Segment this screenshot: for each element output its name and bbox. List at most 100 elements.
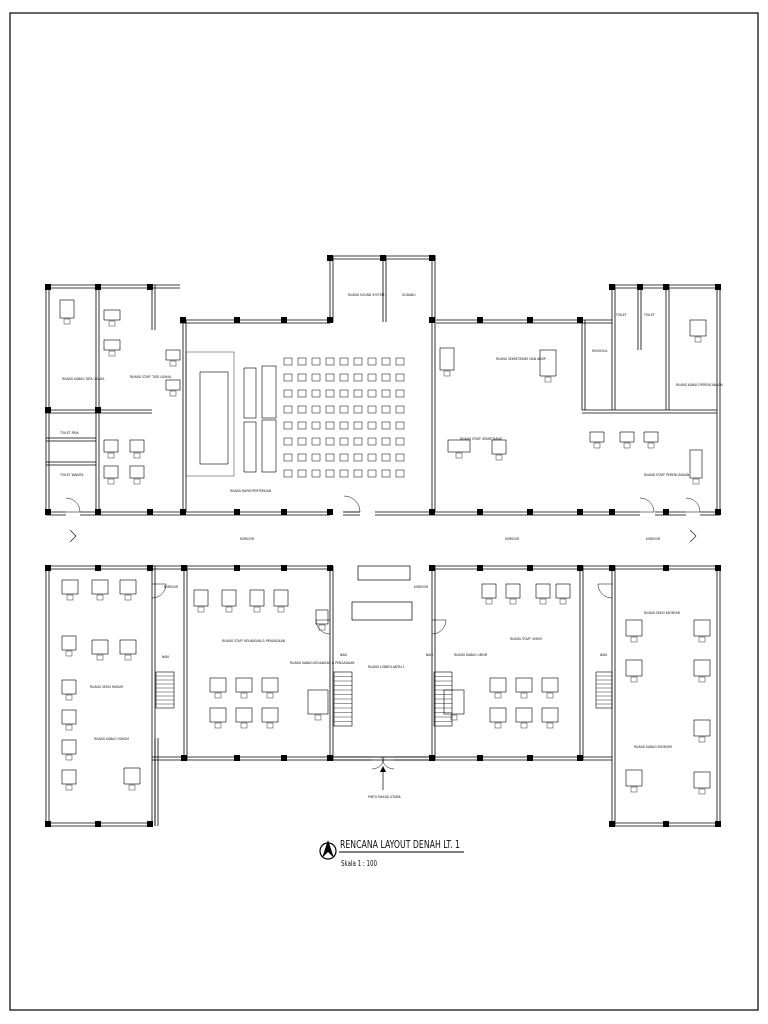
- audience-chair: [311, 405, 321, 414]
- title-block: RENCANA LAYOUT DENAH LT. 1 Skala 1 : 100: [319, 838, 464, 868]
- office-chair: [559, 598, 567, 605]
- room-label-staf-keu: RUANG STAFF KEUANGAN & PENGADAAN: [222, 639, 285, 643]
- column: [477, 565, 483, 571]
- desk: [61, 709, 77, 725]
- audience-chair: [325, 389, 335, 398]
- column: [95, 407, 101, 413]
- audience-chair: [297, 421, 307, 430]
- desk: [61, 635, 77, 651]
- desk: [103, 439, 119, 453]
- office-chair: [65, 754, 73, 761]
- room-label-staf-sekre: RUANG STAFF SEKRETARIAT: [460, 437, 503, 441]
- desk: [689, 449, 703, 479]
- office-chair: [108, 350, 116, 357]
- column: [429, 255, 435, 261]
- office-chair: [544, 376, 552, 383]
- desk: [481, 583, 497, 599]
- column: [429, 509, 435, 515]
- column: [45, 565, 51, 571]
- audience-chair: [353, 421, 363, 430]
- desk: [307, 689, 329, 715]
- office-chair: [509, 598, 517, 605]
- office-chair: [630, 676, 638, 683]
- room-label-kabag-tu: RUANG KABAG TATA USAHA: [62, 377, 105, 381]
- office-chair: [65, 650, 73, 657]
- audience-chair: [339, 453, 349, 462]
- audience-chair: [297, 389, 307, 398]
- desk: [489, 707, 507, 723]
- column: [181, 565, 187, 571]
- column: [609, 565, 615, 571]
- column: [45, 509, 51, 515]
- desk: [103, 309, 121, 321]
- corridor-label: KORIDOR: [646, 537, 661, 541]
- audience-chair: [297, 373, 307, 382]
- room-label-rapat: RUANG RAPAT/PERTEMUAN: [230, 489, 271, 493]
- column: [663, 565, 669, 571]
- door-swing: [597, 583, 613, 599]
- office-chair: [692, 478, 700, 485]
- audience-chair: [311, 357, 321, 366]
- stair: [595, 671, 613, 709]
- audience-chair: [353, 389, 363, 398]
- desk: [625, 659, 643, 677]
- stair-label: NAIK: [600, 653, 608, 657]
- audience-chair: [395, 373, 405, 382]
- office-chair: [65, 694, 73, 701]
- audience-chair: [325, 437, 335, 446]
- office-chair: [240, 722, 248, 729]
- desk: [103, 465, 119, 479]
- stair: [155, 671, 175, 709]
- column: [609, 509, 615, 515]
- desk: [689, 319, 707, 337]
- desk: [541, 707, 559, 723]
- column: [327, 565, 333, 571]
- column: [715, 565, 721, 571]
- office-chair: [65, 784, 73, 791]
- stage: [199, 371, 229, 465]
- desk: [589, 431, 605, 443]
- office-chair: [539, 598, 547, 605]
- audience-chair: [283, 357, 293, 366]
- room-label-gudang: GUDANG: [402, 293, 416, 297]
- door-swing: [685, 497, 701, 513]
- drawing-scale: Skala 1 : 100: [341, 859, 377, 868]
- audience-chair: [311, 389, 321, 398]
- office-chair: [214, 692, 222, 699]
- desk: [693, 771, 711, 789]
- audience-chair: [381, 469, 391, 478]
- columns-layer: [45, 255, 721, 827]
- office-chair: [647, 442, 655, 449]
- desk: [643, 431, 659, 443]
- audience-chair: [395, 405, 405, 414]
- desk: [539, 349, 557, 377]
- office-chair: [698, 636, 706, 643]
- column: [327, 509, 333, 515]
- room-label-staf-tu: RUANG STAFF TATA USAHA: [130, 375, 172, 379]
- room-label-kabag-umum: RUANG KABAG UMUM: [454, 653, 488, 657]
- office-chair: [133, 452, 141, 459]
- table: [243, 367, 257, 419]
- room-label-sekretariat: RUANG SEKRETARIAT DAN ARSIP: [496, 357, 546, 361]
- desk: [123, 767, 141, 785]
- audience-chair: [297, 357, 307, 366]
- audience-chair: [367, 373, 377, 382]
- column: [663, 509, 669, 515]
- audience-chair: [367, 389, 377, 398]
- desk: [209, 707, 227, 723]
- desk: [693, 719, 711, 737]
- audience-chair: [381, 421, 391, 430]
- audience-chair: [311, 437, 321, 446]
- entrance-arrow: PINTU MASUK UTAMA: [368, 766, 401, 799]
- office-chair: [124, 594, 132, 601]
- audience-chair: [367, 421, 377, 430]
- office-chair: [450, 714, 458, 721]
- desk: [443, 689, 465, 715]
- audience-chair: [325, 357, 335, 366]
- desk: [61, 679, 77, 695]
- column: [147, 284, 153, 290]
- audience-chair: [339, 389, 349, 398]
- office-chair: [520, 722, 528, 729]
- column: [577, 565, 583, 571]
